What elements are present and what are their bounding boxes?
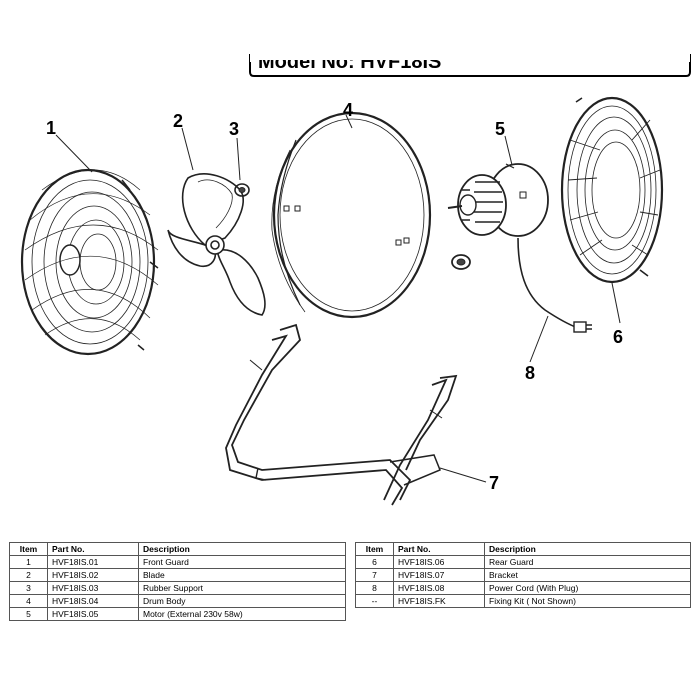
table-row: 1 HVF18IS.01 Front Guard <box>9 555 346 569</box>
model-banner: Model No: HVF18IS <box>249 40 691 77</box>
rear-guard-illustration <box>560 96 664 284</box>
header-part-no: Part No. <box>47 542 139 556</box>
table-row: 3 HVF18IS.03 Rubber Support <box>9 581 346 595</box>
table-header-row: Item Part No. Description <box>9 542 346 556</box>
callouts: 1 2 3 4 5 6 7 8 <box>46 100 623 493</box>
cell-part-no: HVF18IS.FK <box>393 594 485 608</box>
callout-7: 7 <box>489 473 499 493</box>
header-item: Item <box>9 542 48 556</box>
motor-rubber-ring-illustration <box>451 254 471 270</box>
cell-part-no: HVF18IS.04 <box>47 594 139 608</box>
cell-item: 3 <box>9 581 48 595</box>
cell-description: Blade <box>138 568 346 582</box>
front-guard-illustration <box>20 168 159 356</box>
table-row: 2 HVF18IS.02 Blade <box>9 568 346 582</box>
table-row: -- HVF18IS.FK Fixing Kit ( Not Shown) <box>355 594 691 608</box>
cell-item: 7 <box>355 568 394 582</box>
cell-description: Fixing Kit ( Not Shown) <box>484 594 691 608</box>
drum-body-illustration <box>271 111 432 319</box>
header-description: Description <box>484 542 691 556</box>
cell-item: 2 <box>9 568 48 582</box>
cell-part-no: HVF18IS.01 <box>47 555 139 569</box>
cell-part-no: HVF18IS.08 <box>393 581 485 595</box>
callout-8: 8 <box>525 363 535 383</box>
exploded-fan-diagram: Model No: HVF18IS <box>20 40 691 506</box>
table-row: 6 HVF18IS.06 Rear Guard <box>355 555 691 569</box>
blade-illustration <box>167 173 266 316</box>
cell-description: Motor (External 230v 58w) <box>138 607 346 621</box>
cell-part-no: HVF18IS.07 <box>393 568 485 582</box>
table-row: 5 HVF18IS.05 Motor (External 230v 58w) <box>9 607 346 621</box>
cell-description: Drum Body <box>138 594 346 608</box>
table-header-row: Item Part No. Description <box>355 542 691 556</box>
header-item: Item <box>355 542 394 556</box>
table-row: 4 HVF18IS.04 Drum Body <box>9 594 346 608</box>
parts-table-left: Item Part No. Description 1 HVF18IS.01 F… <box>9 542 346 621</box>
leader-lines <box>55 114 621 483</box>
callout-5: 5 <box>495 119 505 139</box>
bracket-illustration <box>225 323 458 506</box>
callout-3: 3 <box>229 119 239 139</box>
rubber-support-illustration <box>234 183 250 197</box>
cell-part-no: HVF18IS.03 <box>47 581 139 595</box>
cell-item: 5 <box>9 607 48 621</box>
table-row: 7 HVF18IS.07 Bracket <box>355 568 691 582</box>
table-row: 8 HVF18IS.08 Power Cord (With Plug) <box>355 581 691 595</box>
cell-item: 1 <box>9 555 48 569</box>
cell-description: Rubber Support <box>138 581 346 595</box>
cell-item: 4 <box>9 594 48 608</box>
header-part-no: Part No. <box>393 542 485 556</box>
cell-description: Power Cord (With Plug) <box>484 581 691 595</box>
cell-item: 6 <box>355 555 394 569</box>
cell-description: Rear Guard <box>484 555 691 569</box>
parts-table-right: Item Part No. Description 6 HVF18IS.06 R… <box>355 542 691 608</box>
cell-description: Bracket <box>484 568 691 582</box>
callout-4: 4 <box>343 100 353 120</box>
cell-part-no: HVF18IS.02 <box>47 568 139 582</box>
cell-item: -- <box>355 594 394 608</box>
cell-part-no: HVF18IS.05 <box>47 607 139 621</box>
callout-1: 1 <box>46 118 56 138</box>
callout-2: 2 <box>173 111 183 131</box>
header-description: Description <box>138 542 346 556</box>
model-banner-text: Model No: HVF18IS <box>258 51 441 73</box>
cell-item: 8 <box>355 581 394 595</box>
cell-description: Front Guard <box>138 555 346 569</box>
cell-part-no: HVF18IS.06 <box>393 555 485 569</box>
callout-6: 6 <box>613 327 623 347</box>
motor-illustration <box>447 163 549 237</box>
power-cord-illustration <box>517 237 592 333</box>
